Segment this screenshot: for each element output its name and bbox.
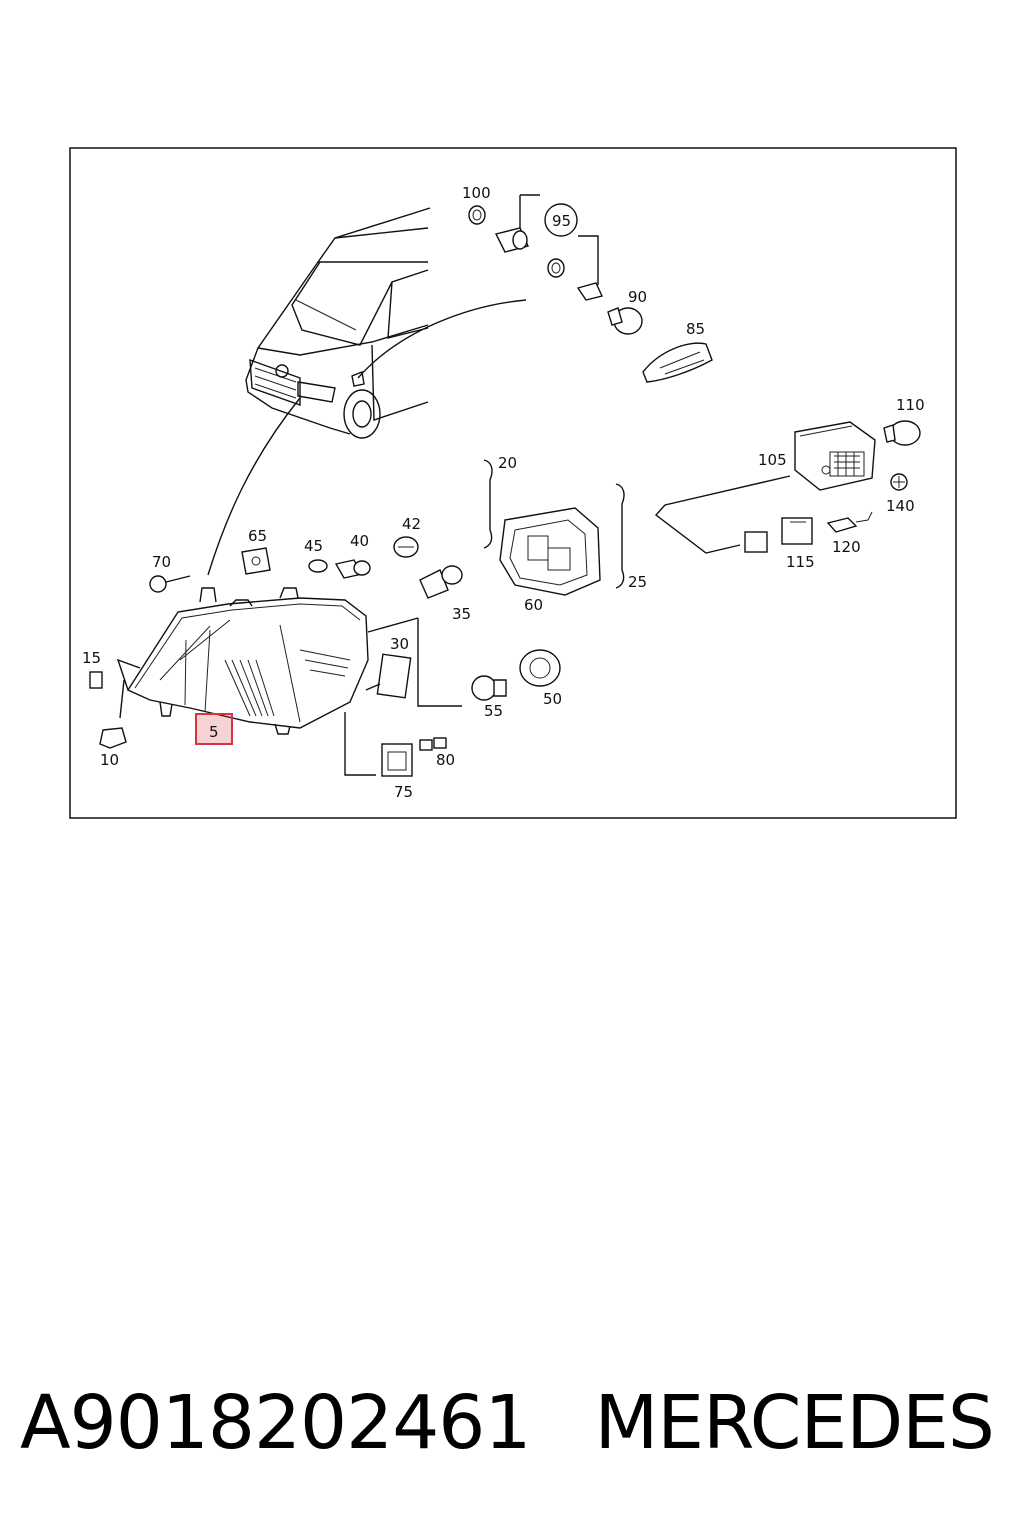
callout-50: 50 (543, 690, 562, 708)
wiring-harness-line (654, 475, 791, 554)
bracket-25 (615, 483, 625, 589)
callout-55: 55 (484, 702, 503, 720)
leader-lines-headlamp (344, 617, 462, 776)
connector-75-icon (381, 743, 413, 777)
bulb-35-icon (419, 565, 463, 599)
clip-10-icon (99, 727, 127, 749)
callout-75: 75 (394, 783, 413, 801)
callout-45: 45 (304, 537, 323, 555)
connector-115-icon (744, 517, 813, 553)
screw-70-icon (149, 575, 191, 593)
callout-35: 35 (452, 605, 471, 623)
callout-100: 100 (462, 184, 491, 202)
van-headlamp-leader (207, 397, 301, 576)
bulb-holder-42-icon (393, 536, 419, 558)
brand-name: MERCEDES (594, 1380, 994, 1466)
callout-40: 40 (350, 532, 369, 550)
callout-10: 10 (100, 751, 119, 769)
callout-85: 85 (686, 320, 705, 338)
callout-140: 140 (886, 497, 915, 515)
callout-30: 30 (390, 635, 409, 653)
callout-25: 25 (628, 573, 647, 591)
bulb-holder-group (468, 194, 603, 301)
screw-140-icon (890, 473, 908, 491)
callout-5: 5 (209, 723, 219, 741)
callout-70: 70 (152, 553, 171, 571)
part-number: A9018202461 (20, 1380, 531, 1466)
callout-115: 115 (786, 553, 815, 571)
van-indicator-leader (357, 299, 527, 379)
callout-15: 15 (82, 649, 101, 667)
socket-50-icon (519, 649, 561, 687)
callout-90: 90 (628, 288, 647, 306)
housing-60-icon (499, 507, 601, 596)
highlight-box-5 (195, 713, 233, 745)
bulb-55-icon (471, 675, 507, 701)
bracket-20 (483, 459, 493, 549)
actuator-30-icon (365, 653, 412, 699)
bulb-90-icon (607, 307, 643, 335)
side-indicator-85-icon (642, 342, 713, 383)
marker-lamp-105-icon (794, 421, 876, 491)
callout-65: 65 (248, 527, 267, 545)
callout-80: 80 (436, 751, 455, 769)
callout-60: 60 (524, 596, 543, 614)
callout-20: 20 (498, 454, 517, 472)
callout-42: 42 (402, 515, 421, 533)
headlamp-assembly-5 (116, 587, 369, 735)
leader-10 (119, 679, 125, 719)
callout-105: 105 (758, 451, 787, 469)
clip-15-icon (89, 671, 103, 689)
connector-80-icon (419, 737, 447, 751)
callout-110: 110 (896, 396, 925, 414)
callout-95: 95 (552, 212, 571, 230)
van-illustration (245, 207, 431, 439)
bulb-40-icon (334, 559, 371, 579)
bulb-110-icon (883, 420, 921, 446)
bracket-65-icon (241, 547, 271, 575)
callout-120: 120 (832, 538, 861, 556)
part-caption: A9018202461 MERCEDES (20, 1368, 1010, 1478)
callout-labels: 100 95 90 85 110 105 140 20 25 60 115 12… (82, 184, 925, 801)
bulb-45-icon (308, 559, 328, 573)
terminal-120-icon (826, 511, 873, 533)
